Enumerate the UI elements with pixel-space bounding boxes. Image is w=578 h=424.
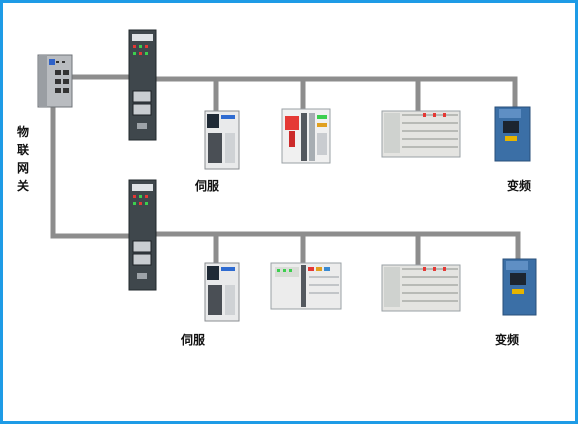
diagram-canvas xyxy=(37,29,537,322)
gateway-label: 物联网关 xyxy=(16,125,29,193)
plc-rack-2 xyxy=(381,264,461,312)
bus-lines xyxy=(50,74,521,266)
plc-rack-1 xyxy=(381,110,461,158)
gateway-drop-line xyxy=(50,98,134,239)
vfd-label-row2: 变频 xyxy=(495,333,520,347)
vfd-1 xyxy=(494,106,531,162)
vfd-2 xyxy=(502,258,537,316)
switch-module-2 xyxy=(128,179,157,291)
servo-drive-2 xyxy=(204,262,240,322)
servo-drive-1 xyxy=(204,110,240,170)
iot-gateway-device xyxy=(37,54,73,108)
vfd-label-row1: 变频 xyxy=(507,179,532,193)
io-module-2 xyxy=(270,262,342,310)
servo-label-row2: 伺服 xyxy=(181,333,206,347)
io-module-1 xyxy=(281,108,331,164)
switch-module-1 xyxy=(128,29,157,141)
servo-label-row1: 伺服 xyxy=(195,179,220,193)
